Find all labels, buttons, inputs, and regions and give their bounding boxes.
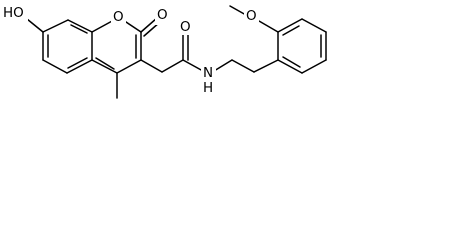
amide-carbonyl-oxygen-label: O bbox=[180, 19, 191, 35]
atom-labels: HO O O O N H O bbox=[0, 3, 259, 96]
ring-oxygen-label: O bbox=[113, 9, 124, 25]
amide-group bbox=[182, 33, 255, 73]
coumarin-benzene-ring bbox=[42, 19, 93, 74]
methoxy-oxygen-label: O bbox=[246, 8, 257, 24]
chemical-structure-diagram: HO O O O N H O bbox=[0, 3, 327, 99]
amide-nitrogen-label: N bbox=[203, 65, 213, 81]
amide-hydrogen-label: H bbox=[203, 80, 213, 96]
lactone-carbonyl-oxygen-label: O bbox=[157, 7, 168, 23]
coumarin-substituents bbox=[26, 17, 184, 99]
hydroxyl-label: HO bbox=[3, 5, 24, 21]
pyranone-ring bbox=[91, 19, 142, 74]
methoxy-group bbox=[229, 5, 279, 33]
methoxyphenyl-ring bbox=[253, 18, 327, 74]
